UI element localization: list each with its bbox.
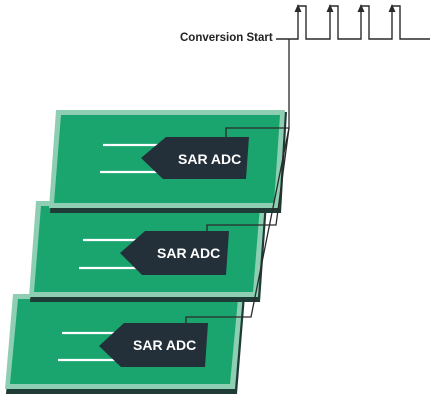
adc-pins bbox=[58, 331, 122, 362]
clock-waveform bbox=[276, 5, 430, 40]
circuit-board-1: SAR ADC bbox=[49, 110, 287, 213]
sar-adc-label: SAR ADC bbox=[178, 151, 241, 167]
rising-edge-arrows bbox=[294, 4, 396, 12]
sar-adc-label: SAR ADC bbox=[157, 245, 220, 261]
adc-pins bbox=[100, 143, 163, 174]
circuit-board-3: SAR ADC bbox=[5, 294, 245, 394]
sar-adc-label: SAR ADC bbox=[133, 337, 196, 353]
sar-adc-chip bbox=[120, 231, 229, 275]
sar-adc-chip bbox=[141, 137, 249, 179]
sar-adc-chip bbox=[99, 323, 208, 367]
trigger-fanout-wires bbox=[185, 127, 290, 323]
adc-pins bbox=[79, 238, 143, 270]
conversion-start-label: Conversion Start bbox=[180, 32, 273, 44]
circuit-board-2: SAR ADC bbox=[29, 201, 267, 302]
